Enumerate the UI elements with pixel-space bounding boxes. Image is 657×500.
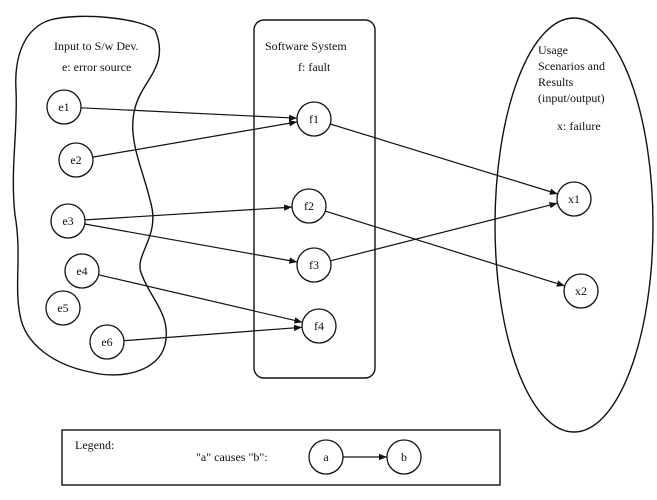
edge-e4-to-f4	[98, 274, 303, 324]
edge-e6-to-f4	[123, 324, 303, 342]
edge-layer	[80, 107, 565, 342]
software-region-subtitle: f: fault	[298, 60, 331, 74]
usage-region-subtitle: x: failure	[557, 119, 601, 133]
edge-e3-to-f2	[84, 204, 293, 221]
node-e1	[46, 89, 82, 125]
legend-node-b-label: b	[401, 450, 407, 464]
legend-box	[61, 429, 501, 486]
edge-f1-to-x1	[330, 123, 558, 195]
node-e5-label: e5	[57, 301, 68, 315]
node-f4	[301, 308, 337, 344]
node-x2-label: x2	[575, 284, 587, 298]
node-f2	[291, 188, 327, 224]
node-x1	[556, 181, 592, 217]
usage-region-title-line-3: Results	[538, 75, 574, 89]
node-e6-label: e6	[101, 335, 112, 349]
node-layer: e1 e2 e3 e4 e5 e6 f1 f2 f3 f4 x1 x2	[45, 89, 599, 360]
edge-f2-to-x2	[325, 210, 565, 287]
usage-region-outline	[494, 17, 654, 433]
usage-region-title-line-1: Usage	[538, 43, 568, 57]
node-e3	[50, 203, 86, 239]
node-e3-label: e3	[62, 214, 73, 228]
node-e4-label: e4	[76, 264, 87, 278]
node-f1-label: f1	[309, 112, 319, 126]
node-x2	[563, 273, 599, 309]
node-f3	[296, 247, 332, 283]
usage-region-title-line-4: (input/output)	[538, 91, 605, 105]
node-e4	[64, 253, 100, 289]
software-region-title: Software System	[265, 39, 347, 53]
edge-e3-to-f3	[84, 223, 298, 264]
node-e2-label: e2	[70, 153, 81, 167]
node-e1-label: e1	[58, 100, 69, 114]
legend-node-b	[386, 439, 422, 475]
node-e5	[45, 290, 81, 326]
legend-caption: "a" causes "b":	[196, 450, 268, 464]
node-f3-label: f3	[309, 258, 319, 272]
software-region-outline	[253, 19, 376, 379]
edge-f3-to-x1	[330, 202, 558, 262]
node-f2-label: f2	[304, 199, 314, 213]
input-region-title: Input to S/w Dev.	[54, 39, 139, 53]
input-region-subtitle: e: error source	[62, 60, 131, 74]
usage-region-title-line-2: Scenarios and	[538, 59, 605, 73]
input-region-outline	[12, 15, 167, 376]
node-f1	[296, 101, 332, 137]
node-f4-label: f4	[314, 319, 324, 333]
node-e2	[58, 142, 94, 178]
node-e6	[89, 324, 125, 360]
node-x1-label: x1	[568, 192, 580, 206]
edge-e1-to-f1	[80, 107, 298, 122]
legend-node-a-label: a	[323, 450, 329, 464]
legend-title: Legend:	[75, 438, 114, 452]
edge-e2-to-f1	[92, 120, 298, 158]
